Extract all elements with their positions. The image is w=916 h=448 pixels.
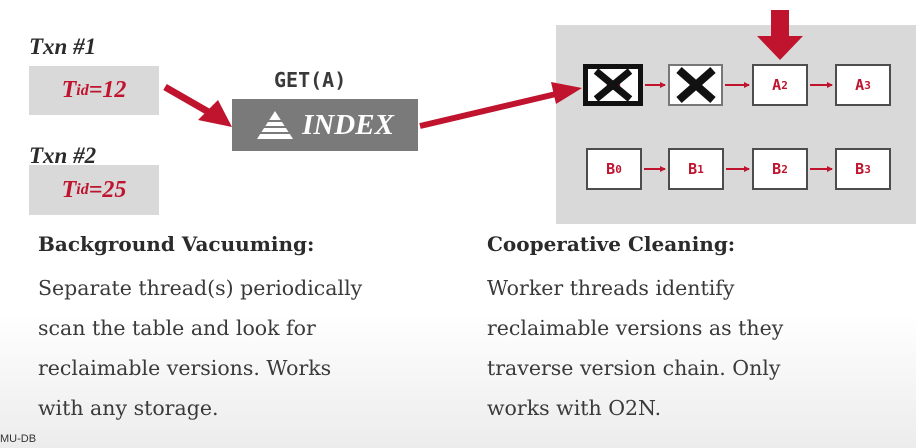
node-b3-letter: B — [855, 160, 865, 178]
node-a2-sub: 2 — [781, 78, 788, 92]
txn2-tid-main: T — [61, 176, 77, 203]
txn1-tid-value: =12 — [88, 77, 127, 103]
node-a3-sub: 3 — [864, 78, 871, 92]
txn1-tid-sub: id — [76, 81, 89, 99]
node-b0-letter: B — [606, 160, 616, 178]
right-line-3: traverse version chain. Only — [487, 356, 781, 380]
cooperative-cleaning-text: Worker threads identify reclaimable vers… — [487, 268, 907, 428]
index-to-chain-arrow-shaft — [419, 91, 557, 129]
right-line-2: reclaimable versions as they — [487, 316, 784, 340]
txn2-tid-sub: id — [76, 181, 89, 198]
index-box: INDEX — [232, 99, 418, 151]
txn1-label: Txn #1 — [29, 34, 97, 59]
txn-to-index-arrow-shaft — [163, 83, 214, 118]
left-line-1: Separate thread(s) periodically — [38, 276, 363, 300]
delete-x-icon — [670, 66, 721, 104]
txn2-label: Txn #2 — [29, 143, 97, 168]
txn1-tid-main: T — [61, 77, 77, 103]
background-vacuuming-text: Separate thread(s) periodically scan the… — [38, 268, 448, 428]
pyramid-icon — [257, 111, 294, 139]
index-to-chain-arrow-head — [551, 82, 582, 104]
node-b2-letter: B — [772, 160, 782, 178]
node-a3-letter: A — [855, 76, 865, 94]
txn2-tid-value: =25 — [88, 176, 127, 203]
node-b1-sub: 1 — [697, 162, 704, 176]
down-arrow-shaft — [771, 10, 789, 38]
footer-logo-text: MU-DB — [0, 433, 37, 445]
delete-x-icon — [593, 69, 633, 101]
background-vacuuming-heading: Background Vacuuming: — [38, 232, 315, 256]
version-node-a1: A1 — [668, 64, 723, 106]
right-line-4: works with O2N. — [487, 396, 662, 420]
down-arrow-head — [757, 36, 803, 60]
node-b1-letter: B — [688, 160, 698, 178]
version-node-a0: A0 — [583, 64, 643, 106]
node-a2-letter: A — [772, 76, 782, 94]
txn-to-index-arrow-head — [198, 100, 232, 127]
left-line-2: scan the table and look for — [38, 316, 316, 340]
node-b0-sub: 0 — [615, 162, 622, 176]
right-line-1: Worker threads identify — [487, 276, 735, 300]
index-label: INDEX — [302, 108, 394, 141]
get-operation-label: GET(A) — [274, 68, 347, 92]
cooperative-cleaning-heading: Cooperative Cleaning: — [487, 232, 736, 256]
left-line-3: reclaimable versions. Works — [38, 356, 332, 380]
node-b2-sub: 2 — [781, 162, 788, 176]
left-line-4: with any storage. — [38, 396, 219, 420]
version-chain-panel — [556, 25, 916, 224]
node-b3-sub: 3 — [864, 162, 871, 176]
